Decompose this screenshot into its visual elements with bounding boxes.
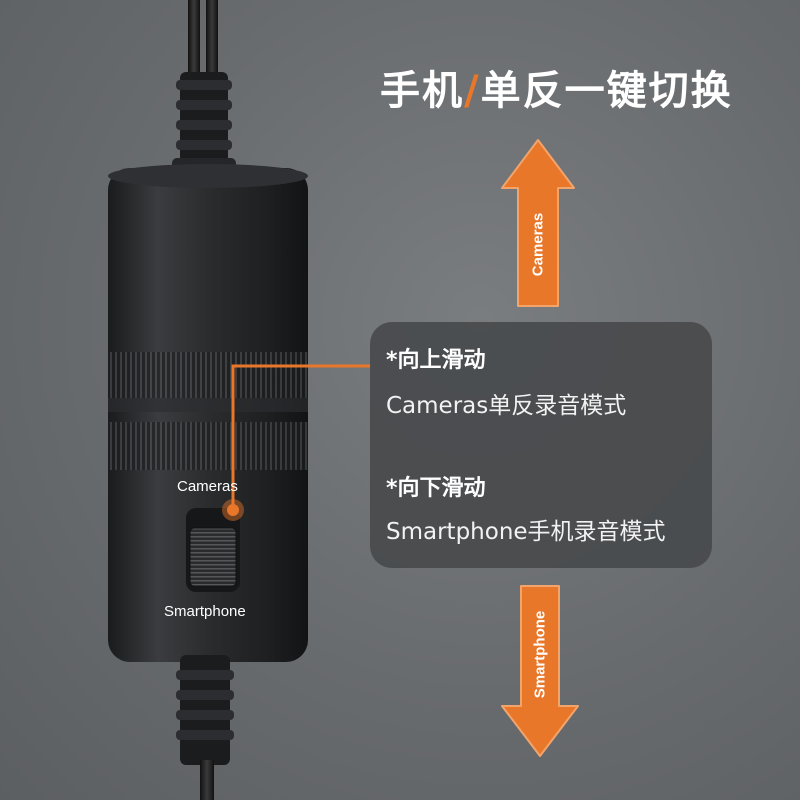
switch-body [108, 164, 308, 662]
page-title: 手机/单反一键切换 [380, 68, 733, 114]
arrow-up-label: Cameras [529, 212, 547, 277]
up-slide-heading: *向上滑动 [386, 348, 486, 373]
arrow-down-icon [501, 585, 579, 757]
arrow-up-icon [501, 139, 575, 307]
cable-top-right [206, 0, 218, 80]
arrow-down-label: Smartphone [531, 610, 549, 699]
info-box: *向上滑动 Cameras单反录音模式 *向下滑动 Smartphone手机录音… [370, 322, 712, 568]
up-slide-description: Cameras单反录音模式 [386, 393, 627, 419]
down-slide-heading: *向下滑动 [386, 476, 486, 501]
strain-relief-top [172, 72, 236, 172]
callout-line [222, 364, 372, 521]
device-label-cameras: Cameras [177, 478, 238, 495]
down-slide-description: Smartphone手机录音模式 [386, 519, 666, 545]
device-label-smartphone: Smartphone [164, 603, 246, 620]
strain-relief-bottom [176, 655, 234, 800]
slide-switch[interactable] [186, 508, 240, 592]
cable-top-left [188, 0, 200, 80]
title-slash: / [464, 68, 481, 114]
